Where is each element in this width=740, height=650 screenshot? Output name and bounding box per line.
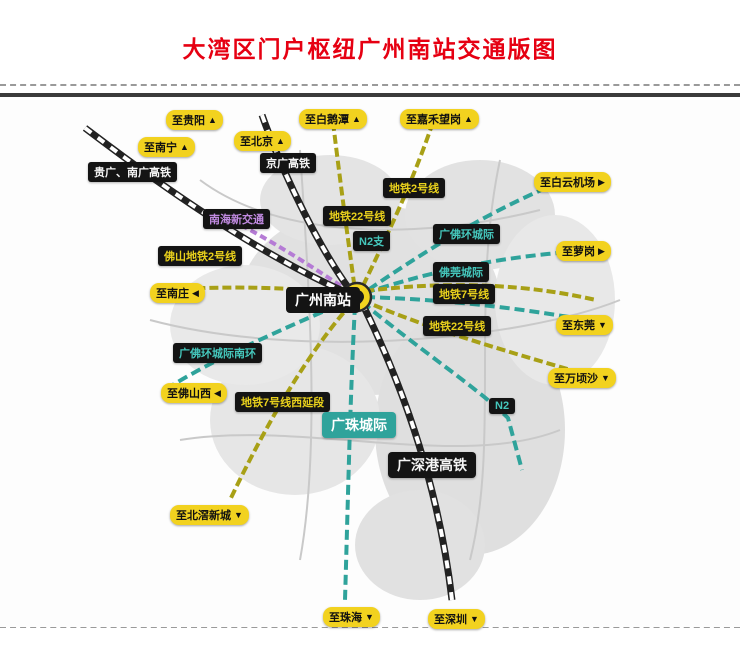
direction-arrow-icon: ▶ [598,245,605,256]
dest-text: 至白鹅潭 [305,114,349,126]
label-jingguang-hsr: 京广高铁 [260,153,316,173]
dest-zhuhai: 至珠海▼ [323,607,380,627]
dest-guiyang: 至贵阳▲ [166,110,223,130]
direction-arrow-icon: ▲ [180,141,189,152]
direction-arrow-icon: ◀ [192,287,199,298]
dest-nanning: 至南宁▲ [138,137,195,157]
dest-jiahewanggang: 至嘉禾望岗▲ [400,109,479,129]
direction-arrow-icon: ◀ [214,387,221,398]
bottom-dashed-divider [0,626,740,628]
line-foguan-intercity [364,295,599,324]
dest-text: 至北京 [240,136,273,148]
line-guiguang-hsr-hatch [83,126,346,294]
dest-baietan: 至白鹅潭▲ [299,109,367,129]
label-guangshengang-hsr: 广深港高铁 [388,452,476,478]
dest-text: 至珠海 [329,612,362,624]
line-n2-north [363,180,561,294]
label-metro-2: 地铁2号线 [383,178,446,198]
dest-text: 至贵阳 [172,115,205,127]
line-metro-7-west-ext [228,301,354,501]
page-title: 大湾区门户枢纽广州南站交通版图 [182,36,558,62]
label-guangfo-ring-south: 广佛环城际南环 [173,343,262,363]
station-label: 广州南站 [286,287,360,313]
label-n2: N2 [489,398,516,414]
label-guangzhu-intercity: 广珠城际 [322,412,396,438]
dest-dongguan: 至东莞▼ [556,315,613,335]
dest-foshanxi: 至佛山西◀ [161,383,227,403]
label-guangfo-ring-intercity: 广佛环城际 [433,224,500,244]
line-guangshengang-hsr-hatch [360,302,454,601]
top-dashed-divider [0,84,740,86]
label-metro-7-west-ext: 地铁7号线西延段 [235,392,331,412]
direction-arrow-icon: ▶ [598,176,605,187]
label-foshan-metro-2: 佛山地铁2号线 [158,246,243,266]
dest-luogang: 至萝岗▶ [556,241,611,261]
direction-arrow-icon: ▼ [234,509,243,520]
dest-wanqingsha: 至万顷沙▼ [548,368,616,388]
dest-text: 至北滘新城 [176,510,231,522]
dest-text: 至南宁 [144,142,177,154]
label-nanhai-new-transit: 南海新交通 [203,209,270,229]
direction-arrow-icon: ▲ [464,113,473,124]
dest-nanzhuang: 至南庄◀ [150,283,205,303]
header: 大湾区门户枢纽广州南站交通版图 [0,0,740,100]
direction-arrow-icon: ▼ [470,613,479,624]
dest-shenzhen: 至深圳▼ [428,609,485,629]
line-metro-2 [331,121,357,291]
dest-text: 至白云机场 [540,177,595,189]
dest-baiyun-airport: 至白云机场▶ [534,172,611,192]
line-guangzhu-intercity [343,304,357,601]
direction-arrow-icon: ▲ [352,113,361,124]
dest-text: 至嘉禾望岗 [406,114,461,126]
dest-text: 至南庄 [156,288,189,300]
dest-text: 至万顷沙 [554,373,598,385]
dest-text: 至深圳 [434,614,467,626]
dest-text: 至东莞 [562,320,595,332]
direction-arrow-icon: ▼ [598,319,607,330]
direction-arrow-icon: ▼ [601,372,610,383]
line-nanhai-new-transit [234,220,352,294]
dest-beijiao-newtown: 至北滘新城▼ [170,505,249,525]
label-metro-22-south: 地铁22号线 [423,316,492,336]
dest-beijing: 至北京▲ [234,131,291,151]
line-n2-south [360,300,524,471]
direction-arrow-icon: ▲ [208,114,217,125]
direction-arrow-icon: ▲ [276,135,285,146]
direction-arrow-icon: ▼ [365,611,374,622]
label-metro-7: 地铁7号线 [433,284,496,304]
label-guiguang-nanguang-hsr: 贵广、南广高铁 [88,162,177,182]
label-n2-branch: N2支 [353,231,391,251]
line-jingguang-hsr-hatch [260,114,352,292]
label-foguan-intercity: 佛莞城际 [433,262,489,282]
label-metro-22-north: 地铁22号线 [323,206,392,226]
transit-map: 至贵阳▲ 至南宁▲ 至北京▲ 至白鹅潭▲ 至嘉禾望岗▲ 至白云机场▶ 至萝岗▶ … [0,100,740,629]
line-metro-22-south [361,298,599,380]
top-solid-divider [0,93,740,97]
dest-text: 至萝岗 [562,246,595,258]
dest-text: 至佛山西 [167,388,211,400]
